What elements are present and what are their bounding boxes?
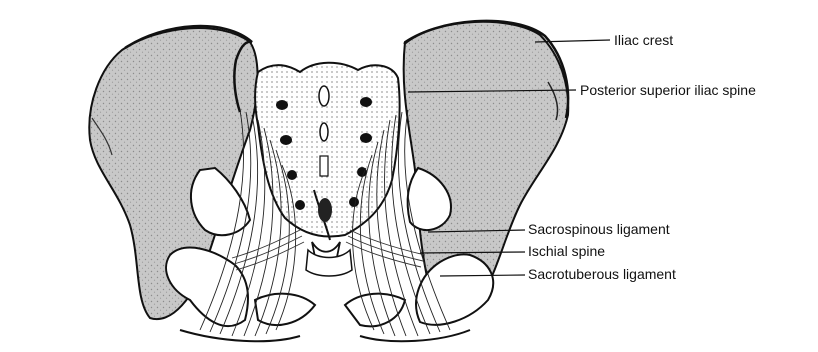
label-ischial-spine: Ischial spine bbox=[528, 243, 605, 259]
label-sacrospinous-ligament: Sacrospinous ligament bbox=[528, 221, 670, 237]
label-sacrotuberous-ligament: Sacrotuberous ligament bbox=[528, 266, 676, 282]
label-posterior-superior-iliac-spine: Posterior superior iliac spine bbox=[580, 82, 756, 98]
label-iliac-crest: Iliac crest bbox=[614, 32, 673, 48]
